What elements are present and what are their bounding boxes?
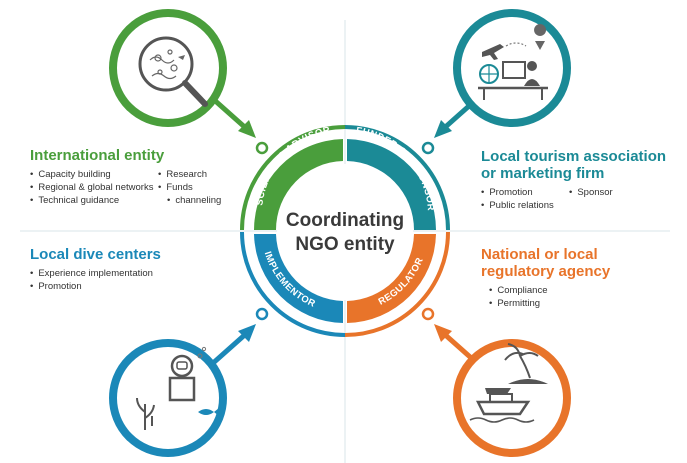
band-regulator <box>347 234 436 323</box>
tourism-items-col2: Sponsor <box>569 186 612 199</box>
list-item: Promotion <box>481 186 554 199</box>
outer-ring-blue <box>240 231 346 337</box>
icon-group-bottom-right <box>434 324 571 457</box>
center-disc <box>277 164 413 300</box>
dot-blue <box>255 307 269 321</box>
list-item: channeling <box>158 194 221 207</box>
outer-ring-orange <box>344 231 450 337</box>
tourism-travel-icon <box>478 24 548 100</box>
regulatory-items: Compliance Permitting <box>489 284 671 310</box>
dot-orange <box>421 307 435 321</box>
dive-items: Experience implementation Promotion <box>30 267 230 293</box>
dot-teal <box>421 141 435 155</box>
icon-group-bottom-left <box>109 324 256 457</box>
tourism-association-block: Local tourism association or marketing f… <box>481 148 681 223</box>
tourism-title-line2: or marketing firm <box>481 165 605 182</box>
international-items-col2: Research Funds channeling <box>158 168 221 207</box>
dive-centers-title: Local dive centers <box>30 246 161 263</box>
international-items-col1: Capacity building Regional & global netw… <box>30 168 153 207</box>
list-item: Compliance <box>489 284 671 297</box>
list-item: Regional & global networks <box>30 181 153 194</box>
list-item: Experience implementation <box>30 267 230 280</box>
tourism-title-line1: Local tourism association <box>481 148 667 165</box>
regulatory-agency-block: National or local regulatory agency Comp… <box>481 246 671 321</box>
regulatory-title-line1: National or local <box>481 246 598 263</box>
regulatory-title-line2: regulatory agency <box>481 263 611 280</box>
list-item: Public relations <box>481 199 553 212</box>
band-funder <box>347 139 437 230</box>
list-item: Promotion <box>30 280 230 293</box>
dot-green <box>255 141 269 155</box>
list-item: Technical guidance <box>30 194 153 207</box>
list-item: Funds <box>158 181 221 194</box>
band-implementor <box>254 234 343 323</box>
list-item: Permitting <box>489 297 671 310</box>
icon-group-top-right <box>434 9 571 138</box>
outer-ring-teal <box>344 125 450 231</box>
list-item: Research <box>158 168 221 181</box>
list-item: Sponsor <box>569 186 612 199</box>
international-entity-title: International entity <box>30 147 165 164</box>
list-item: Capacity building <box>30 168 153 181</box>
magnifier-coral-icon <box>138 36 208 107</box>
center-title-line2: NGO entity <box>295 234 395 255</box>
tourism-items-col1: Promotion Public relations <box>481 186 554 212</box>
band-scientific-advisor <box>254 139 343 230</box>
icon-group-top-left <box>109 9 256 138</box>
island-yacht-icon <box>469 343 548 423</box>
diver-reef-icon <box>136 346 219 430</box>
outer-ring-green <box>240 125 346 231</box>
international-entity-block: International entity Capacity building R… <box>30 147 240 217</box>
center-title-line1: Coordinating <box>286 210 404 231</box>
dive-centers-block: Local dive centers Experience implementa… <box>30 246 230 296</box>
